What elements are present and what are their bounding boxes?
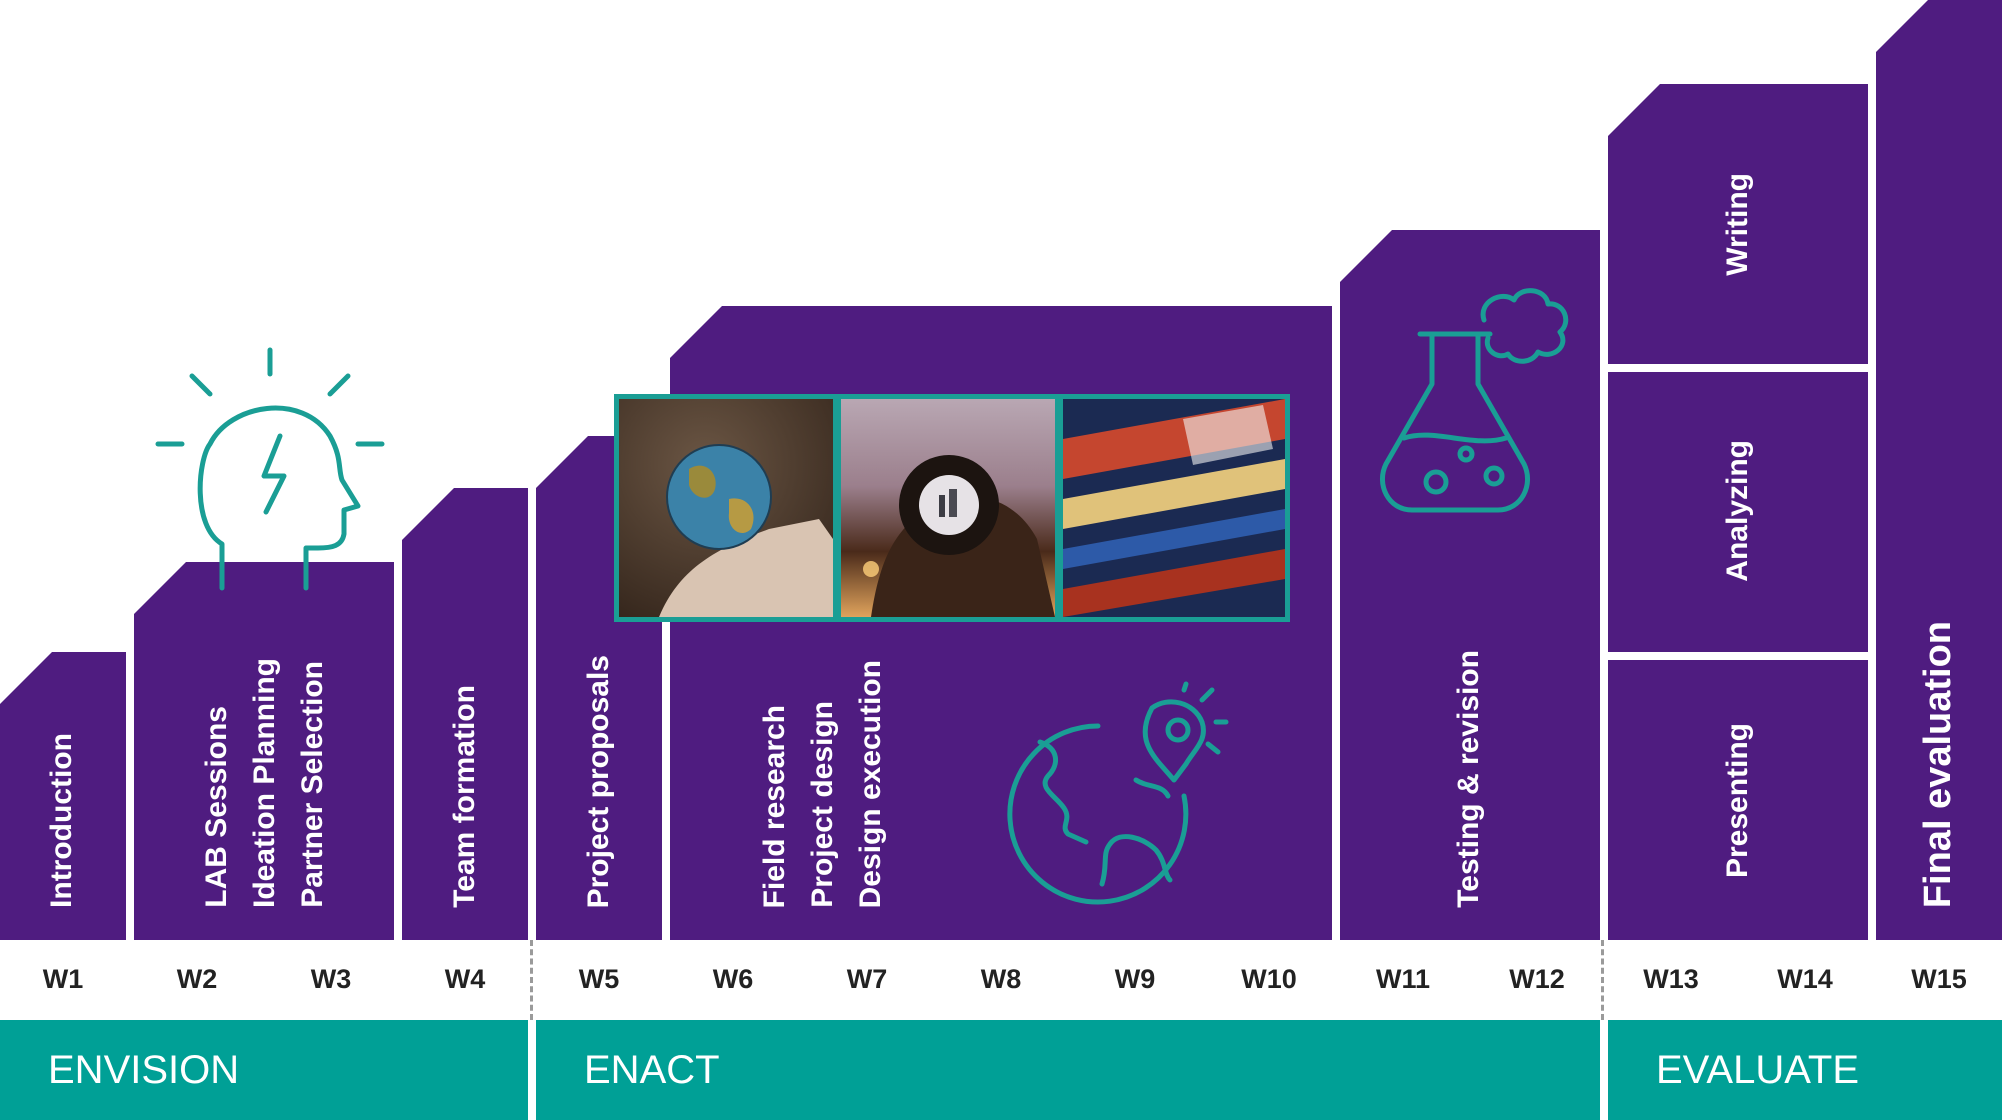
week-label: W1 xyxy=(42,964,84,994)
phase-divider xyxy=(1601,940,1604,1020)
step-label-analyzing: Analyzing xyxy=(1721,440,1754,582)
week-label: W7 xyxy=(846,964,888,994)
abstract-collage-photo xyxy=(1058,394,1290,622)
week-label: W9 xyxy=(1114,964,1156,994)
step-label-field-research: Field research xyxy=(758,704,791,908)
step-block-writing: Writing xyxy=(1608,84,1868,364)
week-label: W11 xyxy=(1375,964,1431,994)
step-label-testing-revision: Testing & revision xyxy=(1452,650,1485,908)
step-block-w15: Final evaluation xyxy=(1876,0,2002,940)
step-block-w4: Team formation xyxy=(402,488,528,940)
step-label-presenting: Presenting xyxy=(1721,722,1754,878)
phase-bar-evaluate: EVALUATE xyxy=(1608,1020,2002,1120)
week-label: W2 xyxy=(176,964,218,994)
step-label-project-design: Project design xyxy=(806,701,839,908)
week-label: W15 xyxy=(1911,964,1967,994)
phase-label-enact: ENACT xyxy=(584,1048,720,1092)
step-label-lab-sessions: LAB Sessions xyxy=(200,706,233,908)
lens-city-photo xyxy=(836,394,1060,622)
week-row: W1 W2 W3 W4 W5 W6 W7 W8 W9 W10 W11 W12 W… xyxy=(0,940,2002,1020)
step-label-design-execution: Design execution xyxy=(854,659,887,908)
step-block-w2-w3: LAB Sessions Ideation Planning Partner S… xyxy=(134,562,394,940)
week-label: W13 xyxy=(1643,964,1699,994)
week-label: W5 xyxy=(578,964,620,994)
globe-location-icon xyxy=(1007,681,1229,905)
step-label-team-formation: Team formation xyxy=(448,685,481,908)
week-label: W8 xyxy=(980,964,1022,994)
step-label-writing: Writing xyxy=(1721,173,1754,276)
phase-bar-envision: ENVISION xyxy=(0,1020,528,1120)
step-label-introduction: Introduction xyxy=(45,733,78,908)
step-block-presenting: Presenting xyxy=(1608,660,1868,940)
week-label: W6 xyxy=(712,964,754,994)
step-block-analyzing: Analyzing xyxy=(1608,372,1868,652)
step-label-partner-selection: Partner Selection xyxy=(296,661,329,908)
week-label: W12 xyxy=(1509,964,1565,994)
step-label-final-evaluation: Final evaluation xyxy=(1917,620,1959,908)
week-label: W4 xyxy=(444,964,486,994)
phase-label-envision: ENVISION xyxy=(48,1048,240,1092)
week-label: W10 xyxy=(1241,964,1297,994)
step-block-w1: Introduction xyxy=(0,652,126,940)
phase-bar-enact: ENACT xyxy=(536,1020,1600,1120)
phase-label-evaluate: EVALUATE xyxy=(1656,1048,1860,1092)
step-label-project-proposals: Project proposals xyxy=(582,654,615,908)
phase-divider xyxy=(530,940,533,1020)
step-label-ideation-planning: Ideation Planning xyxy=(248,657,281,908)
globe-in-hand-photo xyxy=(614,394,838,622)
week-label: W3 xyxy=(310,964,352,994)
lightbulb-head-icon xyxy=(155,347,385,591)
week-label: W14 xyxy=(1777,964,1833,994)
flask-icon xyxy=(1379,288,1569,513)
